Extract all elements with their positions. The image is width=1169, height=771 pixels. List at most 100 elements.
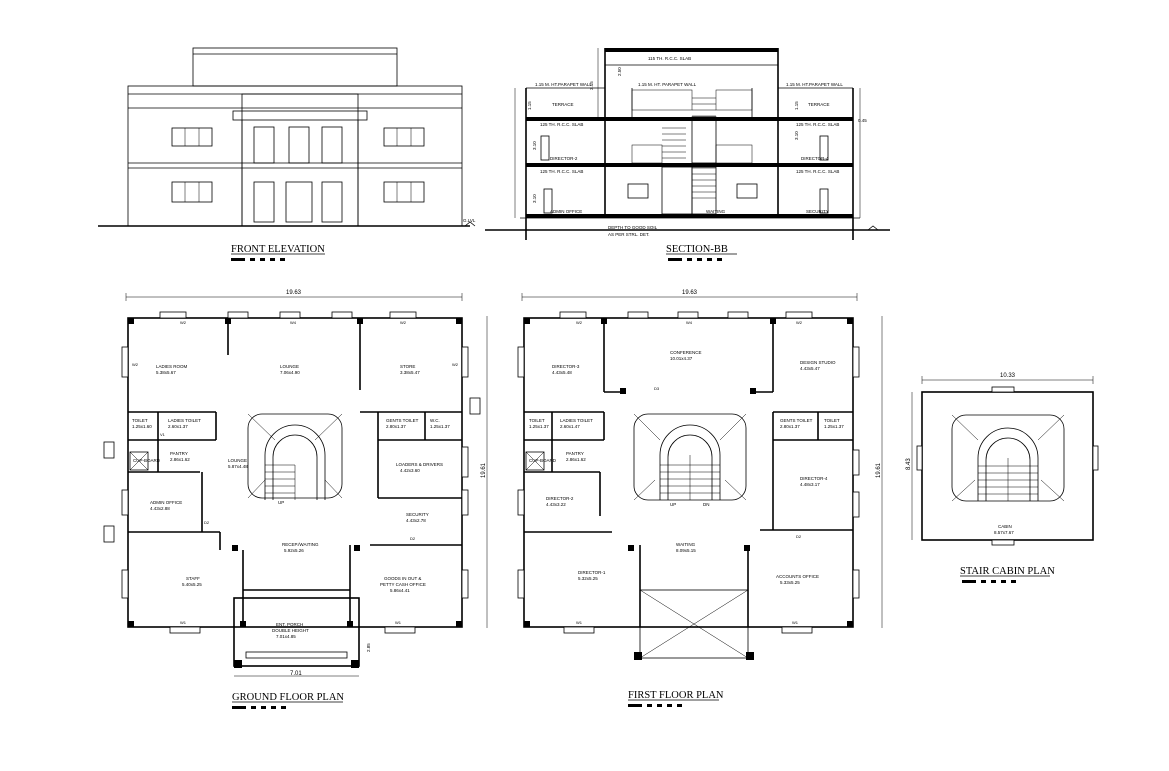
ground-width-dim: 19.63 [286, 290, 302, 296]
section-foundation-note-1: DEPTH TO GOOD SOIL [608, 225, 658, 230]
cabin-width-dim: 10.33 [1000, 373, 1016, 379]
gf-room-9-name: LOADERS & DRIVERS [396, 462, 443, 467]
section-top-slab-label: 115 TH. R.C.C. SLAB [648, 56, 691, 61]
ff-tag-w1-a: W1 [576, 620, 583, 625]
ff-room-6-size: 1.25x1.37 [824, 424, 844, 429]
section-height-6: 1.15 [794, 101, 799, 110]
gf-room-2-size: 3.38x5.47 [400, 370, 420, 375]
gf-goods-size: 5.86x4.41 [390, 588, 410, 593]
gf-room-11-name: SECURITY [406, 512, 429, 517]
ff-room-12-name: ACCOUNTS OFFICE [776, 574, 819, 579]
gf-room-12-name: RECEP./WAITING [282, 542, 319, 547]
ff-room-10-name: WAITING [676, 542, 696, 547]
section-height-2: 3.10 [532, 141, 537, 150]
gf-room-4-name: LADIES TOILET [168, 418, 201, 423]
ff-room-11-name: DIRECTOR-1 [578, 570, 606, 575]
ff-room-1-name: CONFERENCE [670, 350, 702, 355]
gf-room-14-name: GOODS IN OUT & [384, 576, 421, 581]
ff-tag-w2-b: W2 [796, 320, 803, 325]
section-height-3: 3.10 [532, 194, 537, 203]
gf-tag-w2-d: W2 [452, 362, 459, 367]
ff-room-0-size: 4.43x5.48 [552, 370, 572, 375]
section-bb: 115 TH. R.C.C. SLAB 1.15 M. HT.PARAPET W… [485, 48, 890, 240]
section-height-7: 0.45 [858, 118, 867, 123]
title-first-floor-plan: FIRST FLOOR PLAN [628, 690, 724, 701]
gf-porch-size: 7.01x4.85 [276, 634, 296, 639]
gf-room-4-size: 2.60x1.37 [168, 424, 188, 429]
gf-tag-d2-a: D2 [204, 520, 210, 525]
ff-room-8-name: DIRECTOR-2 [546, 496, 574, 501]
gf-tag-w2-c: W2 [132, 362, 139, 367]
ground-room-labels: LADIES ROOM 5.38x5.67 LOUNGE 7.06x4.90 S… [132, 364, 450, 639]
gf-room-13-name: STAFF [186, 576, 200, 581]
gf-room-9-size: 4.42x3.60 [400, 468, 420, 473]
front-elevation: G.LVL [98, 47, 476, 227]
ff-room-2-size: 4.43x5.47 [800, 366, 820, 371]
ff-room-3-name: TOILET [529, 418, 545, 423]
ff-room-12-size: 5.33x5.25 [780, 580, 800, 585]
ground-floor-plan: 19.63 19.61 [103, 290, 488, 677]
section-room-waiting: WAITING [706, 209, 726, 214]
ff-tag-w2-a: W2 [576, 320, 583, 325]
section-slab0-left: 125 TH. R.C.C. SLAB [540, 169, 583, 174]
ff-room-4-size: 2.60x1.47 [560, 424, 580, 429]
gf-room-2-name: STORE [400, 364, 415, 369]
gf-room-8-size: 5.87x4.48 [228, 464, 248, 469]
section-room-director4: DIRECTOR-4 [801, 156, 829, 161]
gf-room-11-size: 4.43x2.78 [406, 518, 426, 523]
ground-stair-up: UP [278, 500, 284, 505]
section-room-security: SECURITY [806, 209, 829, 214]
ff-room-8-size: 4.43x3.22 [546, 502, 566, 507]
gf-room-12-size: 5.92x5.26 [284, 548, 304, 553]
gf-room-14-size: PETTY CASH OFFICE [380, 582, 426, 587]
cabin-room-name: CABIN [998, 524, 1012, 529]
gf-room-10-name: ADMIN OFFICE [150, 500, 182, 505]
gf-room-5-size: 2.80x1.37 [386, 424, 406, 429]
ff-room-7-size: 2.86x1.62 [566, 457, 586, 462]
section-terrace-right: TERRACE [808, 102, 830, 107]
ff-tag-w4-a: W4 [686, 320, 693, 325]
gf-room-1-size: 7.06x4.90 [280, 370, 300, 375]
ground-depth-dim: 19.61 [481, 462, 487, 478]
section-height-0: 3.15 [589, 81, 594, 90]
section-parapet-mid: 1.15 M. HT. PARAPET WALL [638, 82, 697, 87]
ground-cupboard: CUP-BOARD [133, 458, 161, 463]
section-height-5: 1.15 [527, 101, 532, 110]
porch-side-dim: 2.85 [366, 643, 371, 652]
section-room-admin: ADMIN OFFICE [550, 209, 582, 214]
section-parapet-left: 1.15 M. HT.PARAPET WALL [535, 82, 592, 87]
ff-room-5-name: GENTS TOILET [780, 418, 813, 423]
first-cupboard: CUP-BOARD [529, 458, 557, 463]
gf-tag-w1-b: W1 [395, 620, 402, 625]
gf-room-13-size: 5.40x5.25 [182, 582, 202, 587]
gf-tag-w4-a: W4 [290, 320, 297, 325]
ff-room-10-size: 8.09x5.15 [676, 548, 696, 553]
drawing-titles: FRONT ELEVATION SECTION-BB GROUND FLOOR … [231, 244, 1055, 709]
first-depth-dim: 19.61 [876, 462, 882, 478]
cabin-room-size: 8.57x7.67 [994, 530, 1014, 535]
gf-tag-d2-b: D2 [410, 536, 416, 541]
section-slab1-right: 125 TH. R.C.C. SLAB [796, 122, 839, 127]
gf-room-3-name: TOILET [132, 418, 148, 423]
title-ground-floor-plan: GROUND FLOOR PLAN [232, 692, 344, 703]
gf-tag-w2-b: W2 [400, 320, 407, 325]
ff-room-0-name: DIRECTOR-3 [552, 364, 580, 369]
ff-room-2-name: DESIGN STUDIO [800, 360, 836, 365]
first-stair-up: UP [670, 502, 676, 507]
title-front-elevation: FRONT ELEVATION [231, 244, 325, 255]
ff-room-7-name: PANTRY [566, 451, 584, 456]
gf-room-6-name: W.C. [430, 418, 440, 423]
ff-room-6-name: TOILET [824, 418, 840, 423]
ff-room-1-size: 10.01x4.37 [670, 356, 693, 361]
gf-room-7-size: 2.86x1.62 [170, 457, 190, 462]
first-width-dim: 19.63 [682, 290, 698, 296]
gf-room-8-name: LOUNGE [228, 458, 247, 463]
gf-room-15-size: DOUBLE HEIGHT [272, 628, 309, 633]
section-parapet-right: 1.15 M. HT.PARAPET WALL [786, 82, 843, 87]
section-slab0-right: 125 TH. R.C.C. SLAB [796, 169, 839, 174]
ff-tag-d3: D3 [654, 386, 660, 391]
porch-width-dim: 7.01 [290, 671, 302, 677]
title-stair-cabin-plan: STAIR CABIN PLAN [960, 566, 1055, 577]
gf-tag-w1-a: W1 [180, 620, 187, 625]
